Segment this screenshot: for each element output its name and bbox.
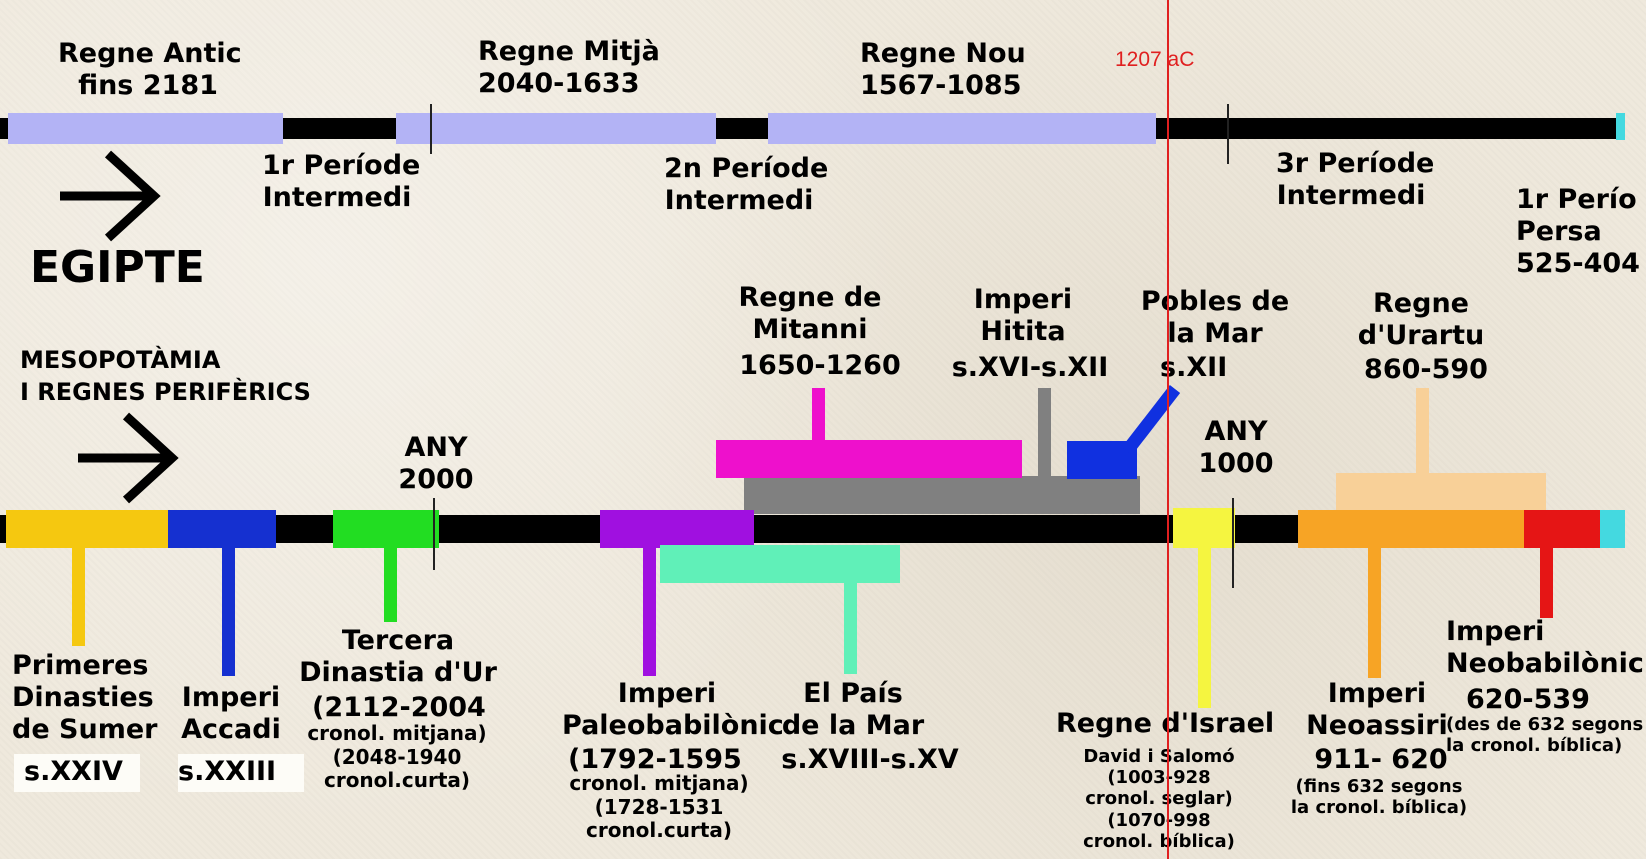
mitanni-stem — [812, 388, 825, 442]
pobles-mar-name: Pobles de la Mar — [1140, 286, 1290, 349]
egypt-regne-mitja-label: Regne Mitjà 2040-1633 — [478, 36, 660, 99]
meso-tick-2000 — [433, 498, 435, 570]
egypt-regne-mitja-bar — [396, 113, 716, 144]
neoassiri-name: Imperi Neoassiri — [1306, 678, 1448, 741]
pais-mar-name: El País de la Mar — [781, 678, 925, 741]
israel-stem — [1198, 546, 1211, 708]
egypt-1r-periode-label: 1r Període Intermedi — [262, 150, 421, 213]
israel-note: David i Salomó (1003-928 cronol. seglar)… — [1083, 746, 1235, 852]
israel-name: Regne d'Israel — [1056, 708, 1275, 739]
egypt-persian-bar — [1616, 113, 1625, 140]
paleobabilonic-bar — [600, 510, 754, 548]
egypt-regne-nou-label: Regne Nou 1567-1085 — [860, 38, 1026, 101]
accadi-stem — [222, 546, 235, 676]
sumer-name: Primeres Dinasties de Sumer — [12, 650, 158, 745]
urartu-date: 860-590 — [1364, 354, 1488, 385]
neoassiri-note: (fins 632 segons la cronol. bíblica) — [1290, 776, 1468, 819]
year-label-1000: ANY 1000 — [1198, 416, 1274, 479]
ur-name: Tercera Dinastia d'Ur — [299, 625, 497, 688]
neoassiri-bar — [1298, 510, 1524, 548]
neobabilonic-date: 620-539 — [1466, 684, 1590, 715]
egypt-regne-antic-bar — [8, 113, 283, 144]
accadi-date-bg — [178, 754, 304, 792]
israel-bar — [1173, 508, 1235, 548]
mitanni-date: 1650-1260 — [739, 350, 901, 381]
marker-line — [1167, 0, 1169, 859]
ur-date: (2112-2004 — [312, 692, 486, 723]
marker-label: 1207 aC — [1115, 48, 1195, 71]
egypt-regne-nou-bar — [768, 113, 1156, 144]
mitanni-name: Regne de Mitanni — [738, 282, 882, 345]
urartu-name: Regne d'Urartu — [1357, 288, 1485, 351]
persian-bar — [1600, 510, 1625, 548]
hitita-date: s.XVI-s.XII — [951, 352, 1109, 383]
accadi-bar — [168, 510, 276, 548]
mitanni-bar — [716, 440, 1022, 478]
accadi-name: Imperi Accadi — [181, 682, 281, 745]
hitita-stem — [1038, 388, 1051, 480]
paleobabilonic-note: cronol. mitjana) (1728-1531 cronol.curta… — [569, 771, 749, 843]
sumer-date: s.XXIV — [24, 756, 123, 787]
accadi-date: s.XXIII — [178, 756, 277, 787]
egypt-tick — [430, 104, 432, 154]
neobabilonic-note: (des de 632 segons la cronol. bíblica) — [1446, 714, 1644, 757]
paleobabilonic-stem — [643, 546, 656, 676]
hitita-bar — [744, 476, 1140, 514]
urartu-stem — [1416, 388, 1429, 478]
paleobabilonic-name: Imperi Paleobabilònic — [562, 678, 784, 741]
egypt-persa-label: 1r Perío Persa 525-404 — [1516, 184, 1640, 279]
meso-tick-1000 — [1232, 498, 1234, 588]
urartu-bar — [1336, 473, 1546, 513]
neobabilonic-stem — [1540, 546, 1553, 618]
meso-section-title: MESOPOTÀMIA I REGNES PERIFÈRICS — [20, 346, 311, 406]
ur-note: cronol. mitjana) (2048-1940 cronol.curta… — [307, 721, 487, 793]
egypt-3r-periode-label: 3r Període Intermedi — [1276, 148, 1435, 211]
hitita-name: Imperi Hitita — [973, 284, 1073, 347]
pobles-mar-stem — [1121, 385, 1181, 455]
neoassiri-stem — [1368, 546, 1381, 678]
arrow-right-icon — [78, 412, 179, 504]
year-label-2000: ANY 2000 — [398, 432, 474, 495]
neobabilonic-bar — [1524, 510, 1600, 548]
arrow-right-icon — [60, 150, 161, 242]
sumer-stem — [72, 546, 85, 646]
pais-mar-bar — [660, 545, 900, 583]
egypt-tick — [1227, 104, 1229, 164]
pais-mar-stem — [844, 580, 857, 674]
pobles-mar-date: s.XII — [1160, 352, 1228, 383]
paleobabilonic-date: (1792-1595 — [568, 744, 742, 775]
ur-stem — [384, 536, 397, 622]
egypt-section-title: EGIPTE — [30, 242, 205, 293]
neobabilonic-name: Imperi Neobabilònic — [1446, 616, 1644, 679]
sumer-date-bg — [14, 754, 140, 792]
egypt-2n-periode-label: 2n Període Intermedi — [664, 153, 829, 216]
egypt-regne-antic-label: Regne Antic fins 2181 — [58, 38, 242, 101]
pais-mar-date: s.XVIII-s.XV — [781, 744, 959, 775]
neoassiri-date: 911- 620 — [1314, 744, 1448, 775]
sumer-bar — [6, 510, 168, 548]
